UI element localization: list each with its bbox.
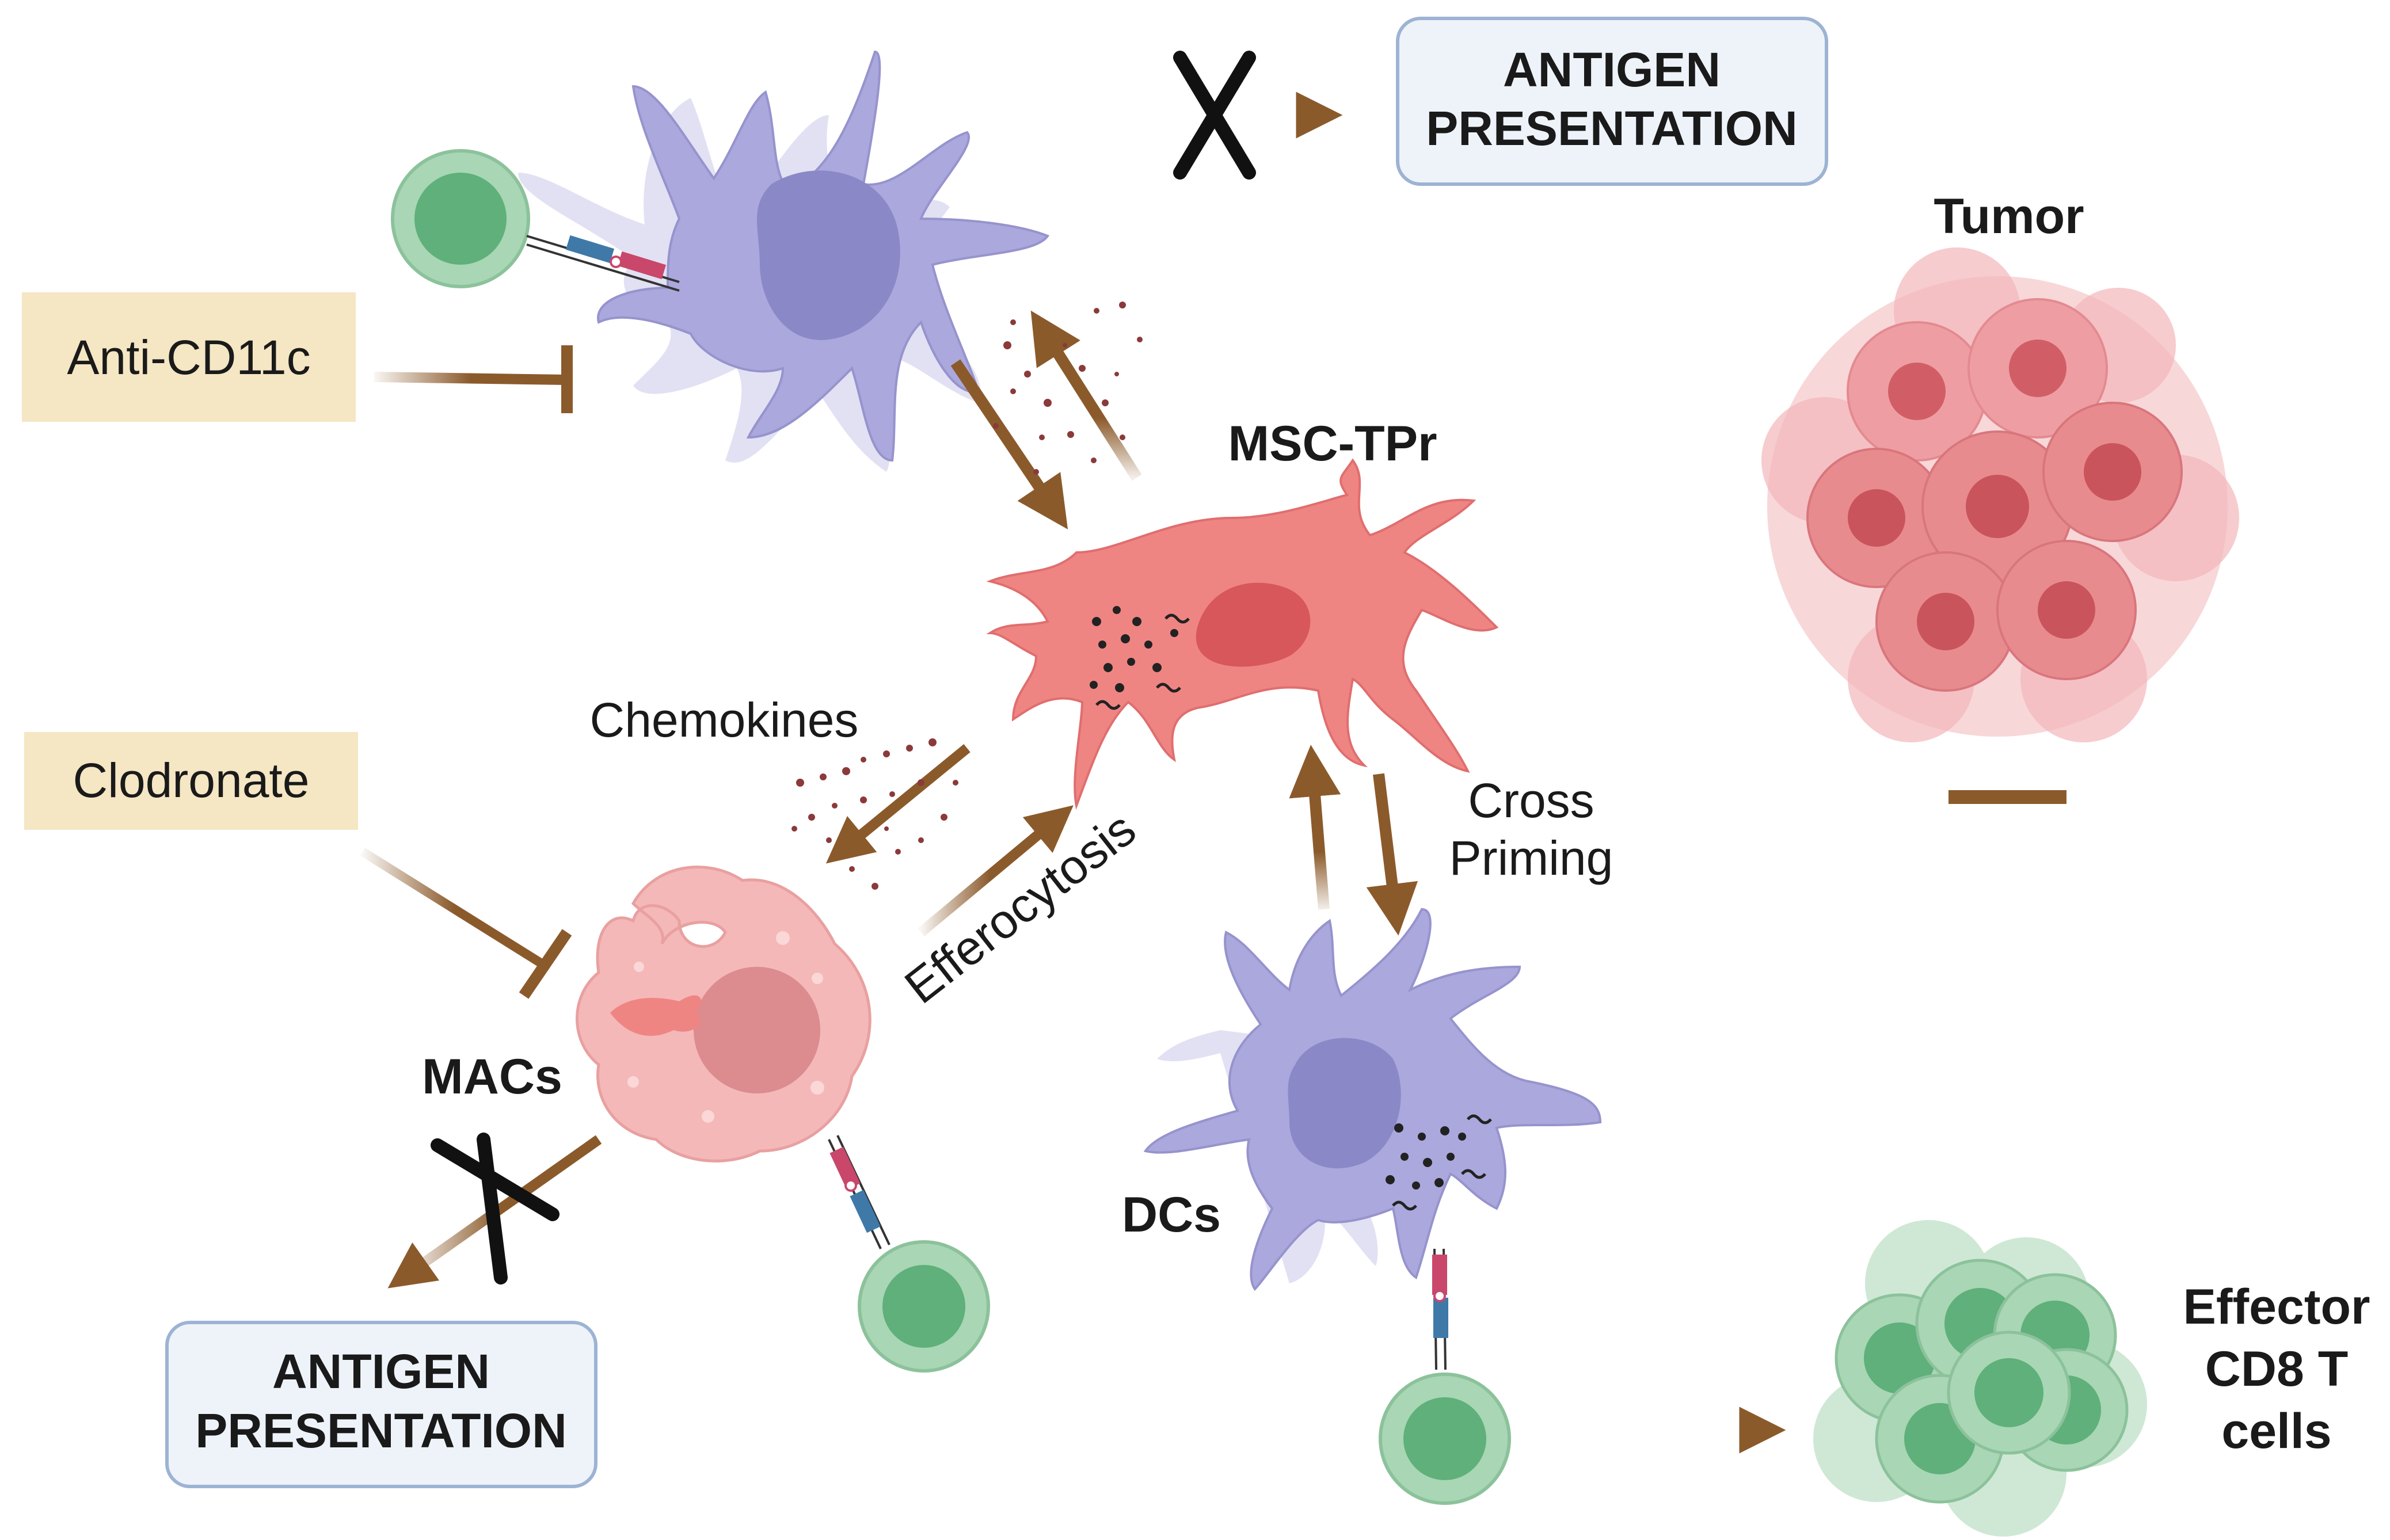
mac-receptor-pair	[828, 1135, 890, 1249]
anti-cd11c-label: Anti-CD11c	[67, 330, 310, 384]
msc-to-dc-arrow	[1030, 310, 1142, 481]
antigen-bottom-line1: ANTIGEN	[272, 1344, 490, 1398]
chemokines-label: Chemokines	[590, 693, 859, 747]
anti-cd11c-box: Anti-CD11c	[22, 292, 356, 422]
bottom-dendritic-cell	[1143, 908, 1602, 1291]
dc-t-cell	[1379, 1373, 1511, 1505]
bottom-antigen-arrow	[387, 1135, 602, 1289]
msc-cargo-dots	[1090, 606, 1190, 710]
antigen-presentation-box-bottom: ANTIGEN PRESENTATION	[165, 1321, 598, 1488]
msc-tpr-cell	[986, 458, 1499, 810]
dc-cargo-dots	[1386, 1114, 1492, 1211]
effector-to-tumor-inhibition	[1948, 790, 2066, 1157]
top-receptor-pair	[526, 235, 680, 292]
bottom-block-x-icon	[431, 1133, 560, 1284]
top-secretion-dots	[993, 302, 1143, 475]
tumor-mass	[1761, 247, 2239, 742]
dc-to-msc-arrow	[950, 359, 1068, 529]
cross-priming-line2: Priming	[1449, 831, 1613, 885]
cross-priming-arrows	[1289, 745, 1418, 936]
clodronate-inhibition	[360, 848, 572, 999]
effector-line3: cells	[2221, 1404, 2331, 1459]
antigen-bottom-line2: PRESENTATION	[195, 1404, 567, 1458]
tumor-label: Tumor	[1934, 189, 2084, 244]
antigen-presentation-box-top: ANTIGEN PRESENTATION	[1396, 17, 1828, 186]
top-dendritic-cell	[518, 50, 1050, 472]
macrophage-cell	[576, 866, 871, 1162]
dc-receptor-pair	[1432, 1248, 1448, 1370]
chemokine-arrow	[825, 744, 971, 864]
top-block-x-icon	[1173, 51, 1256, 180]
chemokine-dots	[791, 738, 958, 890]
effector-line2: CD8 T	[2205, 1341, 2348, 1397]
clodronate-label: Clodronate	[73, 753, 310, 807]
clodronate-box: Clodronate	[24, 732, 358, 830]
efferocytosis-arrow	[918, 805, 1074, 936]
antigen-top-line2: PRESENTATION	[1426, 101, 1798, 155]
cross-priming-line1: Cross	[1468, 773, 1594, 828]
effector-cd8-t-cell-cluster	[1813, 1220, 2147, 1537]
top-t-cell	[391, 149, 530, 288]
effector-line1: Effector	[2183, 1279, 2370, 1335]
efferocytosis-label: Efferocytosis	[895, 802, 1145, 1014]
antigen-top-line1: ANTIGEN	[1503, 43, 1721, 97]
dcs-label: DCs	[1122, 1187, 1221, 1242]
msc-tpr-label: MSC-TPr	[1228, 416, 1437, 471]
mac-t-cell	[858, 1240, 990, 1373]
macs-label: MACs	[422, 1049, 562, 1104]
anti-cd11c-inhibition	[374, 345, 573, 413]
